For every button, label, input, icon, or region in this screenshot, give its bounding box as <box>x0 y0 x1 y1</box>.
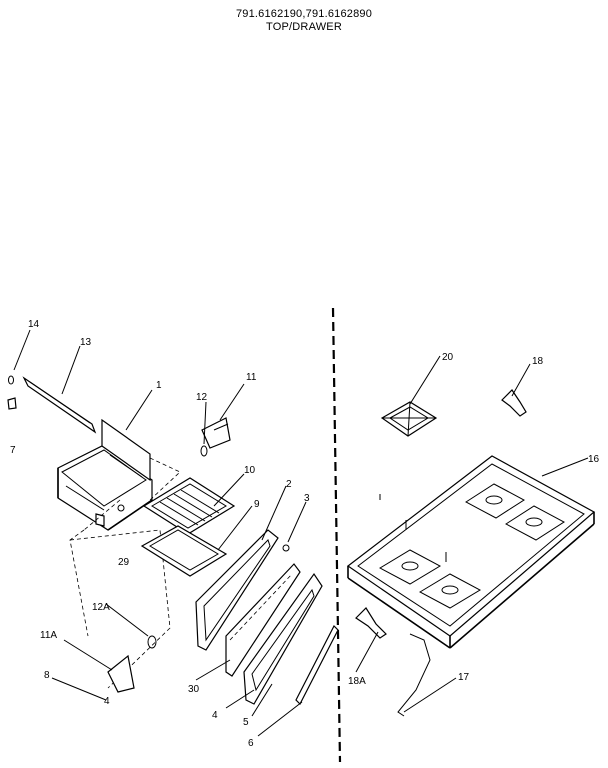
callout-18: 18 <box>532 356 544 367</box>
part-11a-support <box>107 654 135 693</box>
part-10-broiler-grid <box>142 477 236 535</box>
callout-7: 7 <box>10 445 16 456</box>
part-12a-clip <box>147 635 157 649</box>
callout-12a: 12A <box>92 602 110 613</box>
callout-4-screw: 4 <box>104 696 110 707</box>
part-6-handle <box>295 624 339 706</box>
part-18a-bracket <box>355 607 387 639</box>
part-13-rail <box>22 376 97 434</box>
callout-1: 1 <box>156 380 162 391</box>
callout-18a: 18A <box>348 676 366 687</box>
part-14-clip <box>8 375 14 385</box>
callout-16: 16 <box>588 454 600 465</box>
callout-3: 3 <box>304 493 310 504</box>
part-1-drawer <box>57 418 153 531</box>
leader-lines <box>13 329 589 737</box>
part-29-screw <box>117 504 125 512</box>
callout-13: 13 <box>80 337 92 348</box>
callout-20: 20 <box>442 352 454 363</box>
callout-11a: 11A <box>40 630 57 641</box>
part-16-cooktop <box>346 455 596 649</box>
part-18-bracket <box>501 389 527 417</box>
section-divider <box>331 307 342 763</box>
callout-8: 8 <box>44 670 50 681</box>
model-numbers: 791.6162190,791.6162890 <box>235 8 373 20</box>
part-17-wire <box>397 633 431 717</box>
diagram-header: 791.6162190,791.6162890 TOP/DRAWER <box>0 8 608 34</box>
part-20-burner-grate <box>380 401 438 437</box>
callout-labels: 14 13 7 1 12 11 10 9 2 3 29 12A 11A 8 30… <box>10 319 600 749</box>
callout-6: 6 <box>248 738 254 749</box>
part-3-screw <box>282 544 290 552</box>
callout-12: 12 <box>196 392 208 403</box>
callout-29: 29 <box>118 557 130 568</box>
callout-4: 4 <box>212 710 218 721</box>
callout-10: 10 <box>244 465 256 476</box>
part-30-insulation <box>225 563 301 677</box>
callout-5: 5 <box>243 717 249 728</box>
part-9-broiler-pan <box>140 525 228 577</box>
callout-2: 2 <box>286 479 292 490</box>
part-11-support <box>201 417 231 449</box>
part-12-clip <box>200 445 208 457</box>
callout-9: 9 <box>254 499 260 510</box>
callout-17: 17 <box>458 672 470 683</box>
callout-11: 11 <box>246 372 257 383</box>
section-title: TOP/DRAWER <box>266 21 342 33</box>
callout-30: 30 <box>188 684 200 695</box>
part-7-bracket <box>7 397 17 410</box>
part-2-front-frame <box>195 529 279 651</box>
callout-14: 14 <box>28 319 40 330</box>
